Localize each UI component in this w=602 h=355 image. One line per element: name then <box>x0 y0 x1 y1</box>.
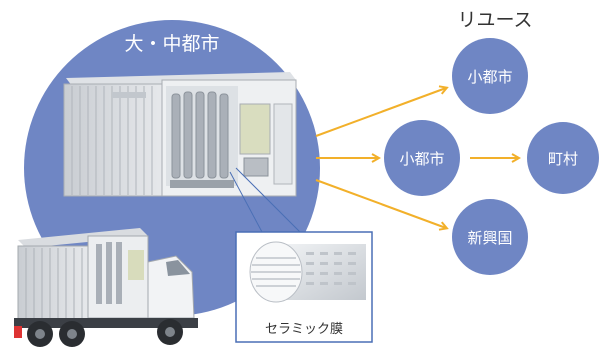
node-town-label: 町村 <box>548 150 578 168</box>
reuse-heading: リユース <box>457 9 532 31</box>
node-town <box>527 122 599 194</box>
node-small-city-top-label: 小都市 <box>467 68 512 86</box>
node-emerging-country-label: 新興国 <box>467 229 512 247</box>
big-city-label: 大・中都市 <box>124 33 219 55</box>
callout-line-left <box>229 171 263 233</box>
arrow-to-small-city-top <box>315 88 446 137</box>
ceramic-membrane-inset: セラミック膜 <box>235 231 373 343</box>
node-small-city-mid-label: 小都市 <box>399 150 444 168</box>
ceramic-membrane-label: セラミック膜 <box>265 322 343 337</box>
arrow-to-emerging <box>315 179 446 228</box>
container-plant-image <box>63 72 297 197</box>
node-small-city-mid <box>384 120 460 196</box>
node-small-city-top <box>452 38 528 114</box>
node-emerging-country <box>452 199 528 275</box>
callout-line-right <box>235 167 301 233</box>
truck-image <box>14 228 198 347</box>
